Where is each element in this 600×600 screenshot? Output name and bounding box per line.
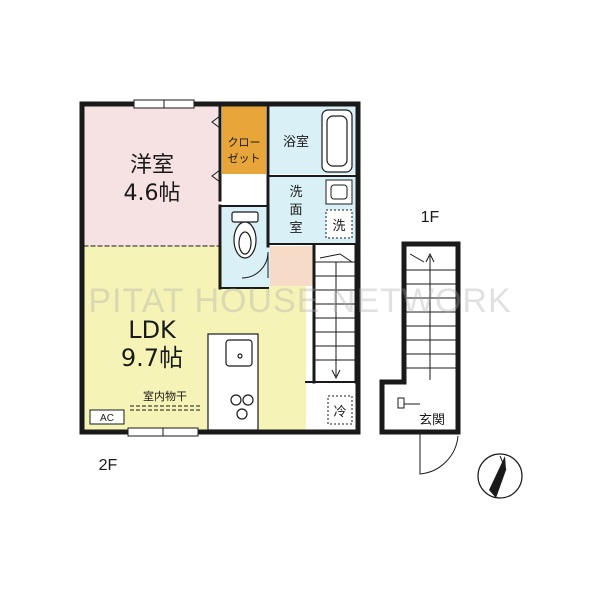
windows xyxy=(127,99,199,437)
entrance-label: 玄関 xyxy=(419,413,445,428)
indoor-drying-label: 室内物干 xyxy=(143,389,187,403)
washroom-label-3: 室 xyxy=(289,220,302,236)
stairs-icon xyxy=(406,252,456,380)
closet-label-1: クロー xyxy=(228,136,261,149)
ldk-size: 9.7帖 xyxy=(121,344,183,372)
fridge-mark xyxy=(327,395,353,425)
fridge-label: 冷 xyxy=(333,405,346,420)
kitchen-counter xyxy=(207,333,259,431)
bathroom-label: 浴室 xyxy=(283,134,309,150)
floor-label-2f: 2F xyxy=(99,457,118,474)
closet-area xyxy=(222,106,266,174)
stairs-icon xyxy=(314,253,356,380)
western-room-area xyxy=(84,106,220,246)
western-room-size: 4.6帖 xyxy=(124,181,181,206)
bathtub-icon xyxy=(321,109,353,173)
ldk-name: LDK xyxy=(128,316,177,344)
floor-label-1f: 1F xyxy=(421,209,440,226)
hall-area xyxy=(270,246,314,286)
ac-box xyxy=(89,409,125,425)
washer-label: 洗 xyxy=(332,219,345,234)
entrance-area xyxy=(384,384,456,432)
walls-1f xyxy=(379,241,461,435)
toilet-icon xyxy=(231,211,259,259)
sink-icon xyxy=(325,179,353,205)
ac-label: AC xyxy=(100,413,114,424)
door-swing-icon xyxy=(241,251,269,279)
closet-door-marks xyxy=(211,115,221,183)
entrance-door-icon xyxy=(397,397,459,475)
western-room-name: 洋室 xyxy=(130,153,174,178)
compass-north-icon xyxy=(477,453,523,499)
washroom-label-1: 洗 xyxy=(289,185,302,200)
washroom-label-2: 面 xyxy=(289,203,302,218)
washer-mark xyxy=(325,209,353,239)
closet-label-2: ゼット xyxy=(228,152,261,165)
stove-icon xyxy=(230,394,254,420)
sink-icon xyxy=(225,339,253,367)
